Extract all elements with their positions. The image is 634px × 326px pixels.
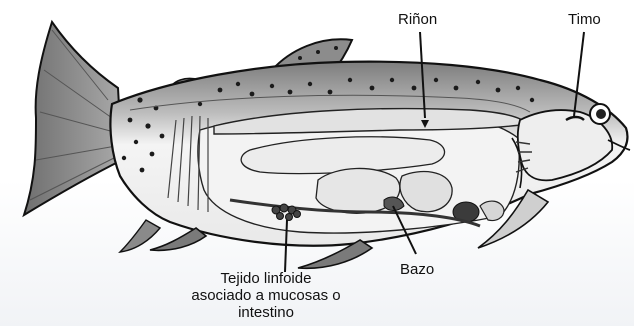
caudal-fin [24, 22, 122, 215]
galt-label-line3: intestino [150, 304, 382, 321]
galt-label-line1: Tejido linfoide [150, 270, 382, 287]
thymus-label: Timo [568, 12, 601, 28]
kidney-label: Riñon [398, 12, 437, 28]
galt-label-line2: asociado a mucosas o [150, 287, 382, 304]
lower-fin [120, 220, 160, 252]
spleen-label: Bazo [400, 262, 434, 278]
anal-fin [150, 228, 206, 250]
galt-label: Tejido linfoide asociado a mucosas o int… [150, 270, 382, 321]
